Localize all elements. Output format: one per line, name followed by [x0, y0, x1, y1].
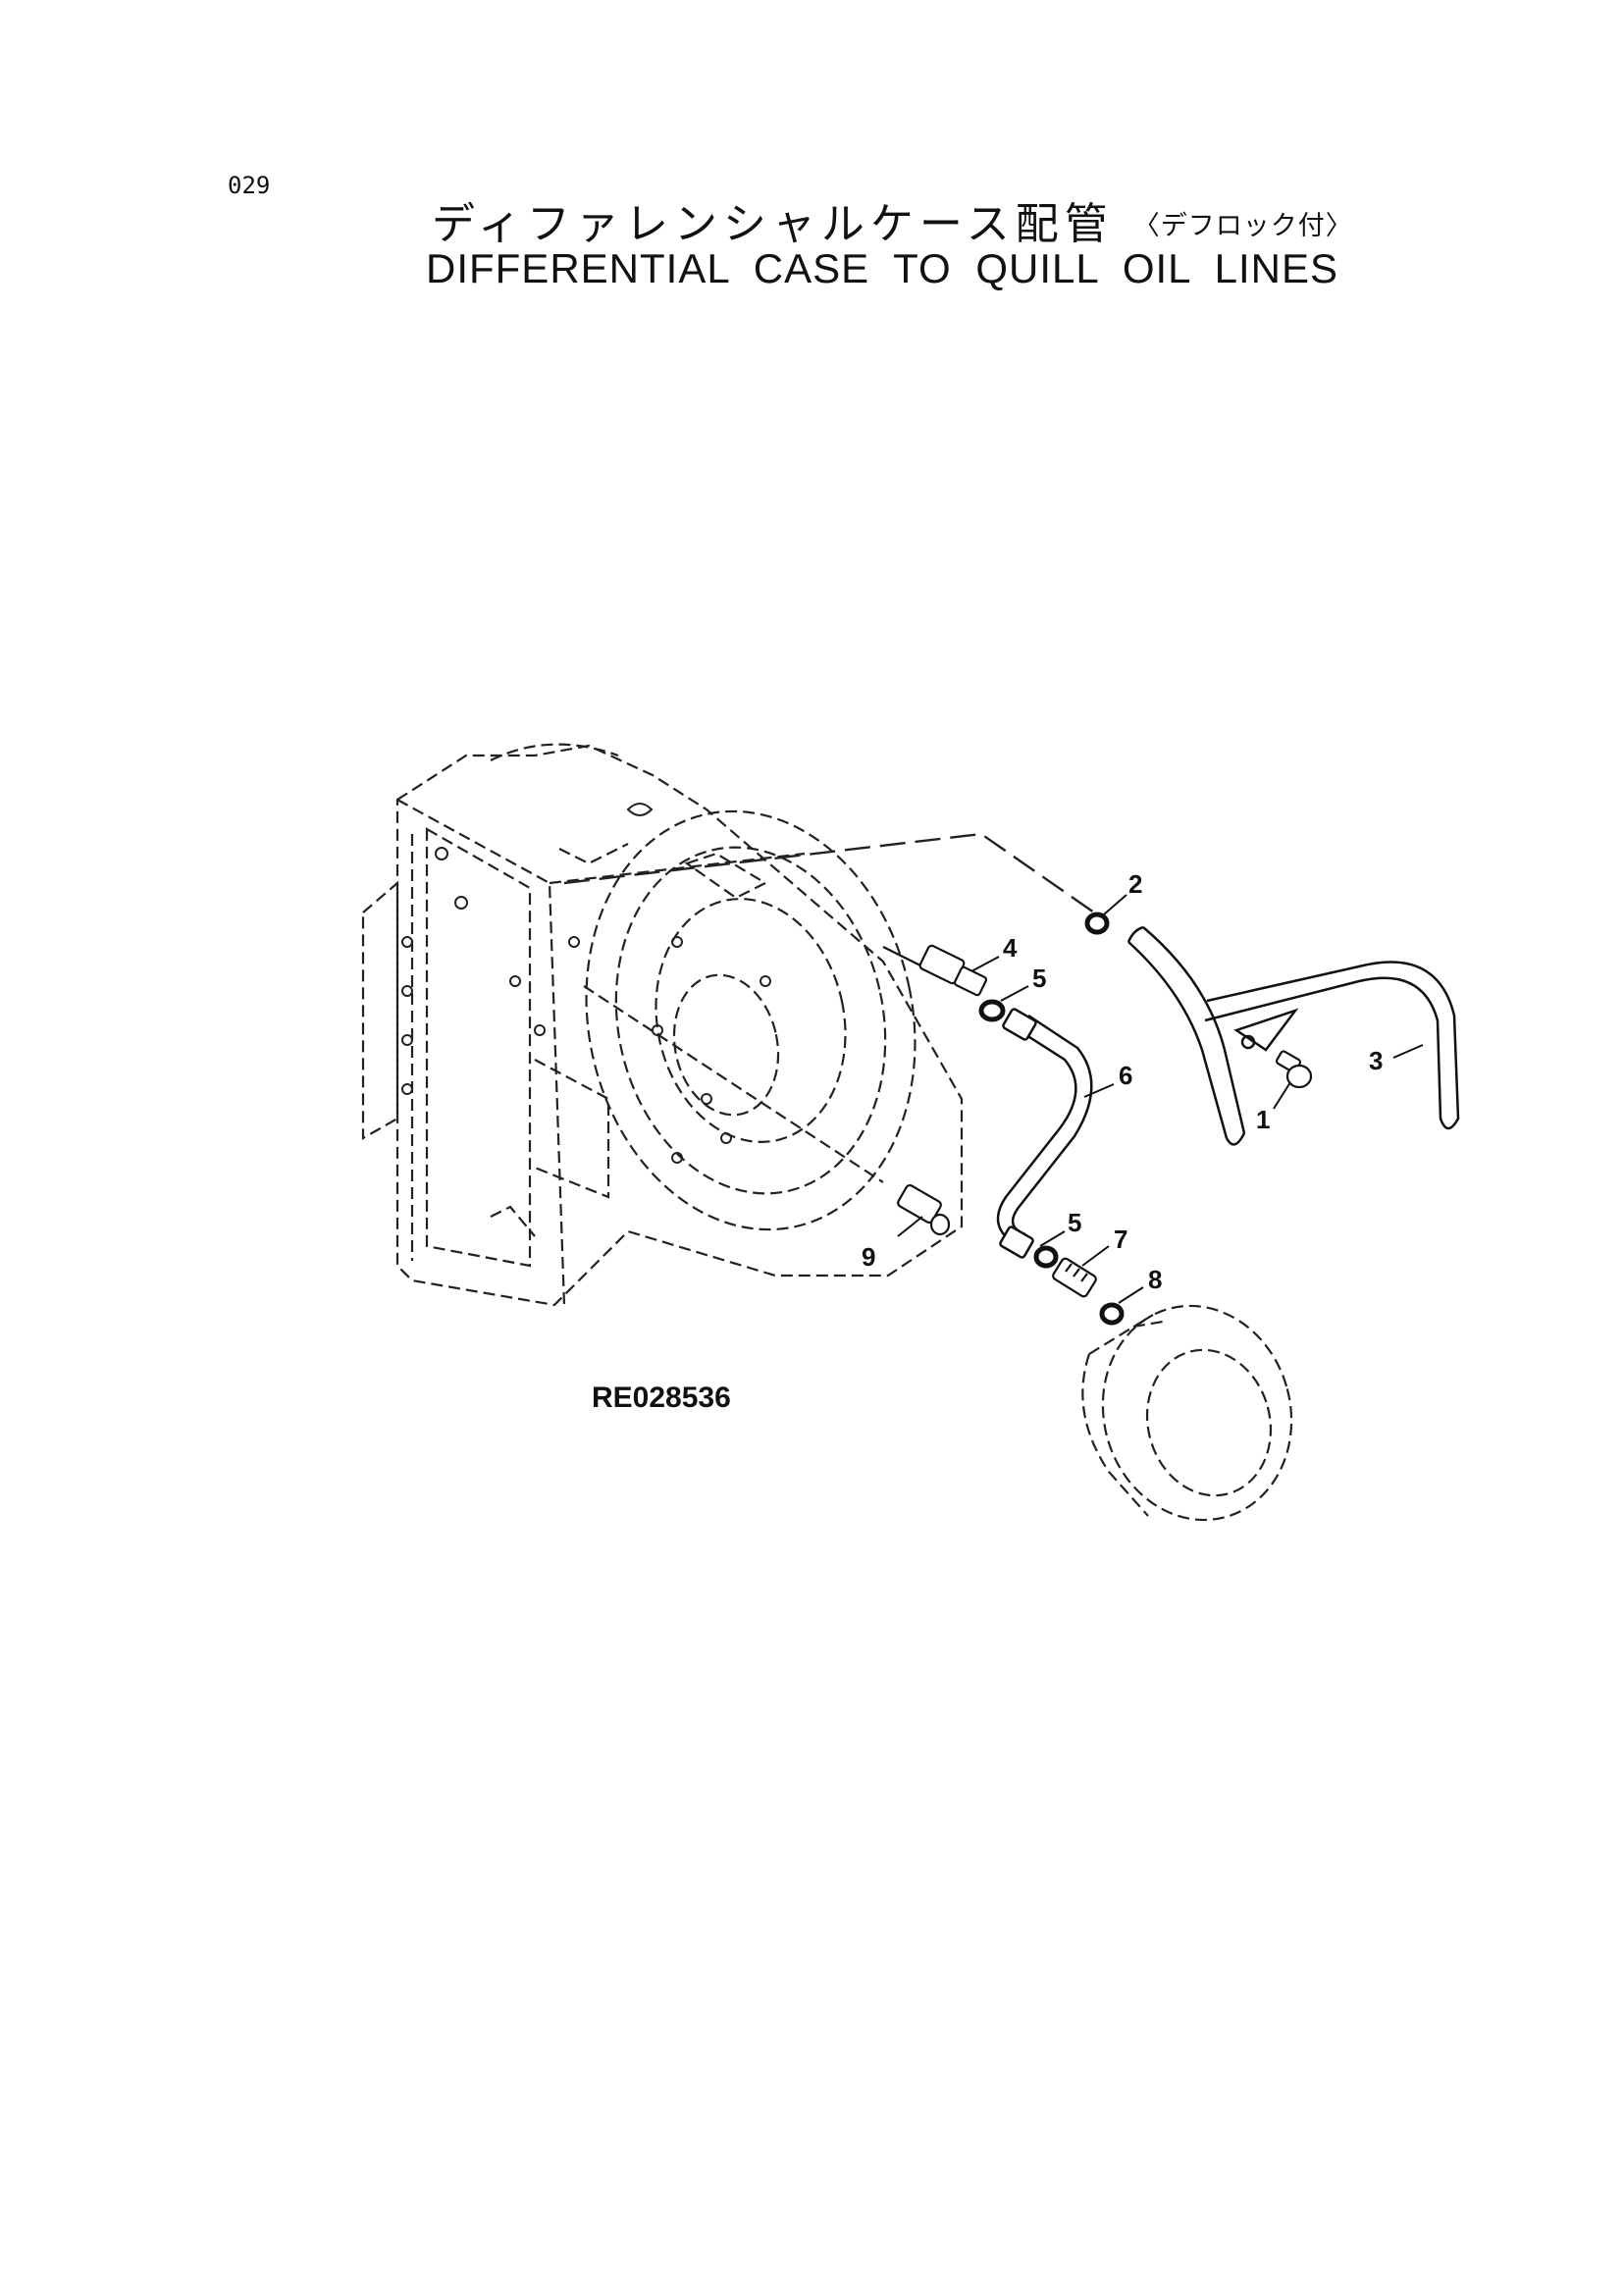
oil-line-6 [996, 1008, 1093, 1259]
callout-label-8: 8 [1148, 1265, 1162, 1294]
callout-label-7: 7 [1114, 1225, 1127, 1254]
callout-label-9: 9 [862, 1242, 875, 1272]
callout-label-5a: 5 [1032, 964, 1046, 993]
callout-label-2: 2 [1128, 869, 1142, 899]
o-rings [978, 912, 1125, 1326]
callout-label-5b: 5 [1068, 1208, 1081, 1237]
quill-housing [1081, 1304, 1293, 1522]
title-japanese: ディファレンシャルケース配管 〈デフロック付〉 [432, 188, 1353, 251]
differential-case-housing [361, 743, 964, 1307]
title-japanese-main: ディファレンシャルケース配管 [432, 199, 1114, 249]
callout-leaders [897, 894, 1424, 1304]
title-english: DIFFERENTIAL CASE TO QUILL OIL LINES [426, 245, 1339, 291]
case-bolt-holes [401, 803, 771, 1164]
tube-assembly-3 [1126, 925, 1460, 1146]
fitting-9 [897, 1183, 951, 1236]
callout-label-1: 1 [1256, 1105, 1270, 1134]
routing-phantom-line [563, 832, 1095, 913]
callout-label-6: 6 [1119, 1061, 1132, 1090]
bolt-1 [1275, 1050, 1313, 1089]
callout-label-4: 4 [1003, 933, 1018, 963]
title-japanese-sub: 〈デフロック付〉 [1132, 211, 1353, 241]
fitting-7 [1052, 1257, 1097, 1298]
callout-label-3: 3 [1369, 1046, 1383, 1075]
fitting-4 [882, 944, 988, 997]
figure-code: RE028536 [592, 1382, 731, 1414]
page-number: 029 [228, 172, 271, 199]
